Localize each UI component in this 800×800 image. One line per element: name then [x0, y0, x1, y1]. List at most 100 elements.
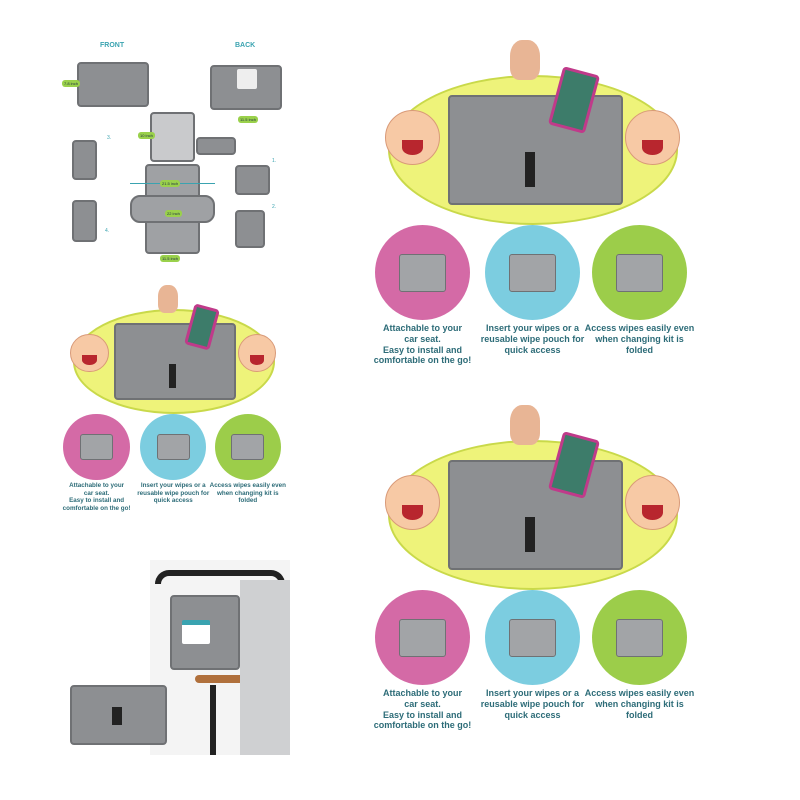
- caption-line: comfortable on the go!: [373, 720, 472, 731]
- caption-line: Access wipes easily even: [584, 323, 695, 333]
- caption-line: Easy to install and: [69, 497, 125, 505]
- product-thumbnail: [508, 618, 557, 657]
- bag-image: [448, 460, 623, 570]
- feature-circle: [485, 225, 580, 320]
- dim-label: 10 inch: [138, 132, 155, 139]
- caption-line: quick access: [504, 344, 561, 355]
- buckle: [525, 517, 535, 552]
- step-label: 1.: [272, 158, 277, 164]
- caption-line: comfortable on the go!: [62, 504, 131, 512]
- baby-mouth: [641, 140, 664, 155]
- caption-line: quick access: [153, 497, 193, 505]
- feature-circle: [63, 413, 130, 481]
- hand: [157, 285, 179, 313]
- front-label: FRONT: [100, 42, 125, 49]
- caption-line: Access wipes easily even: [209, 482, 286, 490]
- caption-line: Attachable to your: [69, 482, 125, 490]
- open-mat-flap: [196, 137, 236, 155]
- feature-circle: [214, 413, 281, 481]
- feature-circle: [375, 225, 470, 320]
- bag-image: [448, 95, 623, 205]
- caption-line: car seat.: [404, 333, 441, 344]
- caption-line: reusable wipe pouch for: [480, 333, 585, 344]
- stroller-photo: [150, 560, 290, 755]
- caption-line: Easy to install and: [382, 709, 463, 720]
- open-mat-top: [150, 112, 195, 162]
- product-thumbnail: [231, 433, 265, 461]
- bag-image: [114, 323, 237, 400]
- product-thumbnail: [156, 433, 190, 461]
- hand: [510, 40, 540, 80]
- baby-face: [625, 475, 680, 530]
- step-label: 3.: [107, 135, 112, 141]
- dim-label: 22 inch: [165, 210, 182, 217]
- dimension-diagram: FRONT BACK 7.8 inch 11.5 inch 10 inch 21…: [60, 40, 290, 265]
- product-thumbnail: [615, 253, 664, 292]
- dim-label: 21.5 inch: [160, 180, 181, 187]
- buckle: [168, 363, 176, 389]
- product-thumbnail: [508, 253, 557, 292]
- caption-line: comfortable on the go!: [373, 355, 472, 366]
- feature-circle: [592, 225, 687, 320]
- product-thumbnail: [398, 253, 447, 292]
- baby-face: [70, 333, 109, 373]
- folded-mat-photo: [70, 685, 167, 745]
- caption-line: Insert your wipes or a: [485, 323, 580, 333]
- hand: [510, 405, 540, 445]
- product-thumbnail: [615, 618, 664, 657]
- caption-line: car seat.: [404, 698, 441, 709]
- caption-line: folded: [238, 497, 258, 505]
- caption-line: car seat.: [83, 489, 110, 497]
- back-bag-image: [210, 65, 282, 110]
- buckle: [525, 152, 535, 187]
- dim-label: 7.8 inch: [62, 80, 81, 87]
- feature-circle: [375, 590, 470, 685]
- caption-line: folded: [626, 344, 653, 355]
- baby-mouth: [641, 505, 664, 520]
- back-label: BACK: [235, 42, 256, 49]
- caption-line: folded: [626, 709, 653, 720]
- caption-line: Attachable to your: [382, 323, 462, 333]
- caption-line: when changing kit is: [217, 489, 279, 497]
- dim-label: 11.5 inch: [160, 255, 180, 262]
- feature-circle: [592, 590, 687, 685]
- feature-circle: [485, 590, 580, 685]
- baby-mouth: [401, 505, 424, 520]
- caption-line: Attachable to your: [382, 688, 462, 698]
- feature-circle: [140, 413, 207, 481]
- caption-line: reusable wipe pouch for: [480, 698, 585, 709]
- step-label: 2.: [272, 204, 277, 210]
- caption-line: Insert your wipes or a: [140, 482, 206, 490]
- dim-label: 11.5 inch: [238, 116, 258, 123]
- product-thumbnail: [80, 433, 114, 461]
- caption-line: when changing kit is: [595, 333, 684, 344]
- baby-face: [385, 110, 440, 165]
- baby-face: [385, 475, 440, 530]
- caption-line: reusable wipe pouch for: [137, 489, 210, 497]
- baby-mouth: [82, 354, 97, 365]
- baby-mouth: [401, 140, 424, 155]
- caption-line: when changing kit is: [595, 698, 684, 709]
- baby-mouth: [249, 354, 265, 365]
- caption-line: Access wipes easily even: [584, 688, 695, 698]
- baby-face: [625, 110, 680, 165]
- front-bag-image: [77, 62, 149, 107]
- step-label: 4.: [105, 228, 110, 234]
- product-thumbnail: [398, 618, 447, 657]
- caption-line: quick access: [504, 709, 561, 720]
- caption-line: Easy to install and: [382, 344, 463, 355]
- baby-face: [237, 333, 277, 373]
- caption-line: Insert your wipes or a: [485, 688, 580, 698]
